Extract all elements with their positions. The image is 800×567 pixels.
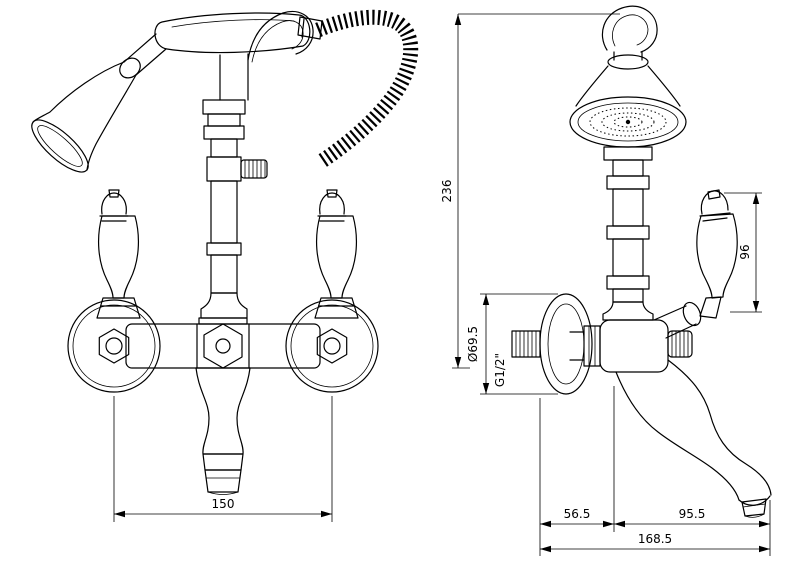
- dim-overall-height-label: 236: [440, 180, 454, 203]
- dim-flange-diameter-label: Ø69.5: [466, 326, 480, 362]
- thread-nipple: [511, 330, 541, 358]
- front-view: 150: [31, 9, 419, 522]
- dim-wall-to-axis-label: 56.5: [564, 507, 591, 521]
- dim-axis-to-spout-label: 95.5: [679, 507, 706, 521]
- mixer-body-side: [569, 301, 702, 373]
- diverter-knob: [240, 159, 268, 179]
- dim-thread-size-label: G1/2": [493, 353, 507, 387]
- lever-handle-side: [696, 189, 738, 319]
- wall-flange-right: [285, 299, 379, 393]
- dim-lever-height-label: 96: [738, 244, 752, 259]
- dim-total-reach-label: 168.5: [638, 532, 672, 546]
- tub-spout-side: [615, 359, 772, 518]
- dim-front-width-label: 150: [212, 497, 235, 511]
- tub-spout: [195, 367, 251, 495]
- side-dimensions: 236 Ø69.5 G1/2" 96 56.5 95.5 168.5: [440, 13, 771, 556]
- riser-column-side: [602, 146, 654, 321]
- shower-hose: [297, 9, 419, 168]
- shower-head-side: [569, 65, 687, 148]
- right-lever-handle: [314, 189, 359, 319]
- wall-flange-left: [67, 299, 161, 393]
- cradle-column: [200, 10, 314, 319]
- left-lever-handle: [96, 189, 141, 319]
- cradle-hook-side: [601, 5, 658, 70]
- hand-shower-handset: [31, 12, 311, 173]
- side-view: 236 Ø69.5 G1/2" 96 56.5 95.5 168.5: [440, 5, 772, 556]
- front-dimensions: 150: [113, 396, 333, 522]
